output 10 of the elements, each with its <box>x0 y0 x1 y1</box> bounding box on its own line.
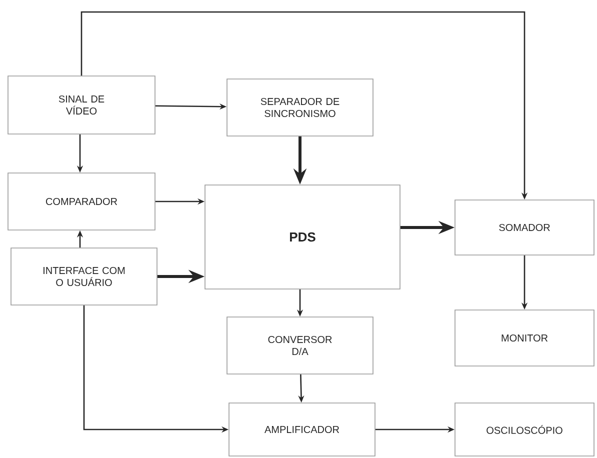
block-box: INTERFACE COM O USUÁRIO <box>10 248 158 306</box>
block-box: SEPARADOR DE SINCRONISMO <box>226 78 374 136</box>
block-box: SOMADOR <box>454 200 594 256</box>
block-box: AMPLIFICADOR <box>228 402 376 456</box>
block-box: PDS <box>204 184 400 290</box>
block-box: MONITOR <box>454 310 594 366</box>
block-box: OSCILOSCÓPIO <box>454 402 594 456</box>
block-box: CONVERSOR D/A <box>226 316 374 374</box>
block-box: SINAL DE VÍDEO <box>8 76 156 134</box>
block-box: COMPARADOR <box>8 172 156 230</box>
